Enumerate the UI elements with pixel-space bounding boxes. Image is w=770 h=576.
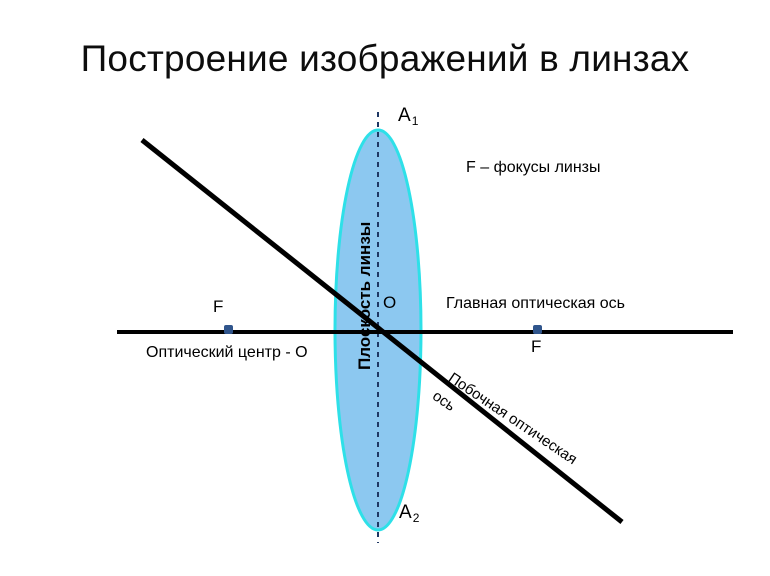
label-focus-left: F bbox=[213, 297, 224, 316]
page-title: Построение изображений в линзах bbox=[80, 38, 690, 79]
label-lens-bottom-subscript: 2 bbox=[412, 511, 420, 525]
secondary-optical-axis-line bbox=[140, 138, 624, 524]
label-lens-top-letter: A bbox=[398, 105, 411, 126]
label-lens-plane: Плоскость линзы bbox=[355, 221, 374, 370]
label-lens-bottom-point: A2 bbox=[399, 502, 420, 525]
focus-right-marker-icon bbox=[533, 325, 542, 334]
label-focus-right: F bbox=[531, 337, 542, 356]
label-lens-top-subscript: 1 bbox=[411, 114, 419, 128]
focus-left-marker-icon bbox=[224, 325, 233, 334]
label-lens-top-point: A1 bbox=[398, 105, 419, 128]
label-main-optical-axis: Главная оптическая ось bbox=[446, 295, 625, 312]
label-optical-center-point: O bbox=[383, 293, 397, 312]
label-optical-center-note: Оптический центр - О bbox=[146, 344, 308, 361]
label-lens-bottom-letter: A bbox=[399, 502, 412, 523]
label-foci-note: F – фокусы линзы bbox=[466, 159, 601, 176]
